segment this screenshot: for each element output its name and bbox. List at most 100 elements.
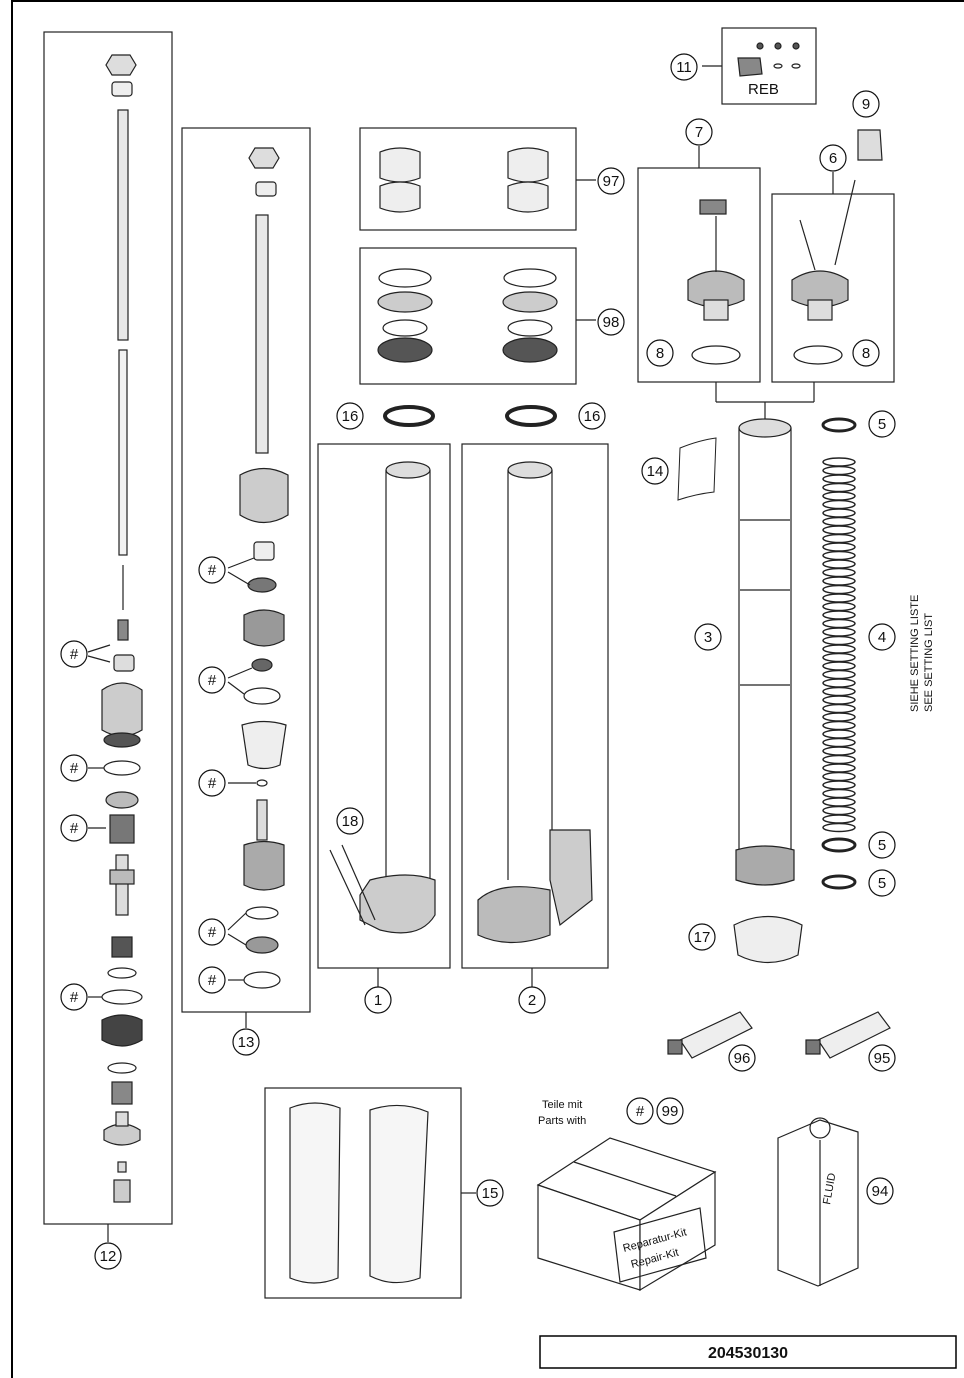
outer-tube-1 — [317, 443, 451, 988]
spring-coil — [822, 593, 856, 603]
spring-coil — [822, 754, 856, 765]
spring-coil — [822, 678, 856, 688]
callout-96: 96 — [734, 1050, 751, 1067]
callout-circles — [60, 53, 896, 1270]
callout-hash-12c: # — [70, 820, 79, 837]
outer-tube-2 — [461, 443, 609, 988]
callout-97: 97 — [603, 173, 620, 190]
drawing-number: 204530130 — [708, 1345, 788, 1362]
callout-8-left: 8 — [656, 345, 664, 362]
callout-hash-13e: # — [208, 972, 217, 989]
spring-coil — [822, 763, 856, 773]
spring-coil — [822, 584, 856, 595]
grease-tubes — [667, 1011, 891, 1059]
cartridge-assembly-13 — [181, 127, 311, 1028]
drawing-number-box — [539, 1335, 957, 1369]
spring-coil — [822, 576, 856, 586]
fluid-label: FLUID — [821, 1172, 838, 1205]
spring-coil — [822, 686, 856, 697]
spring-coil — [822, 780, 856, 790]
fluid-can-94 — [777, 1117, 859, 1287]
spring-coil — [822, 788, 856, 799]
callout-94: 94 — [872, 1183, 889, 1200]
callout-1: 1 — [374, 992, 382, 1009]
spring-coil — [822, 508, 856, 518]
callout-9: 9 — [862, 96, 870, 113]
setting-list-de: SIEHE SETTING LISTE — [909, 595, 921, 712]
callout-15: 15 — [482, 1185, 499, 1202]
spring-coil — [822, 797, 856, 807]
spring-coil — [822, 661, 856, 671]
parts-with-de: Teile mit — [542, 1099, 582, 1111]
spring-coil — [822, 465, 856, 476]
spring-4 — [822, 457, 856, 833]
callout-hash-13d: # — [208, 924, 217, 941]
callout-2: 2 — [528, 992, 536, 1009]
spring-coil — [822, 491, 856, 501]
spring-coil — [822, 457, 856, 467]
spring-coil — [822, 610, 856, 620]
reb-kit-11 — [702, 27, 817, 105]
sheet-14 — [677, 437, 717, 501]
spring-coil — [822, 652, 856, 663]
callout-hash-12a: # — [70, 646, 79, 663]
spring-coil — [822, 482, 856, 493]
spring-coil — [822, 712, 856, 722]
callout-16-right: 16 — [584, 408, 601, 425]
dust-cap-17 — [733, 916, 803, 964]
inner-tube-3 — [735, 418, 795, 886]
callout-99: 99 — [662, 1103, 679, 1120]
spring-coil — [822, 550, 856, 561]
spring-coil — [822, 533, 856, 544]
spacers-5 — [821, 417, 857, 890]
fork-protectors-15 — [264, 1087, 476, 1299]
spring-coil — [822, 525, 856, 535]
reb-label: REB — [748, 81, 779, 98]
spring-coil — [822, 635, 856, 646]
spring-coil — [822, 644, 856, 654]
seals-98 — [359, 247, 596, 385]
spring-coil — [822, 814, 856, 824]
spring-coil — [822, 516, 856, 527]
spring-coil — [822, 746, 856, 756]
spring-coil — [822, 567, 856, 578]
spring-coil — [822, 771, 856, 782]
spring-coil — [822, 737, 856, 748]
spring-coil — [822, 559, 856, 569]
callout-hash-12b: # — [70, 760, 79, 777]
callout-4: 4 — [878, 629, 886, 646]
spring-coil — [822, 822, 856, 833]
spring-coil — [822, 729, 856, 739]
callout-hash-13a: # — [208, 562, 217, 579]
setting-list-en: SEE SETTING LIST — [923, 613, 935, 712]
callout-8-right: 8 — [862, 345, 870, 362]
spring-coil — [822, 499, 856, 510]
callout-5-top: 5 — [878, 416, 886, 433]
bushings-97 — [359, 127, 596, 231]
cartridge-assembly-12 — [43, 31, 173, 1242]
ring-16-pair — [383, 405, 557, 427]
callout-98: 98 — [603, 314, 620, 331]
callout-hash-12d: # — [70, 989, 79, 1006]
callout-14: 14 — [647, 463, 664, 480]
callout-18: 18 — [342, 813, 359, 830]
spring-coil — [822, 601, 856, 612]
callout-11: 11 — [676, 59, 692, 76]
callout-16-left: 16 — [342, 408, 359, 425]
spring-coil — [822, 703, 856, 714]
spring-coil — [822, 618, 856, 629]
callout-hash-13b: # — [208, 672, 217, 689]
spring-coil — [822, 720, 856, 731]
parts-with-en: Parts with — [538, 1115, 586, 1127]
callout-6: 6 — [829, 150, 837, 167]
spring-coil — [822, 669, 856, 680]
callout-12: 12 — [100, 1248, 117, 1265]
callout-5-mid: 5 — [878, 837, 886, 854]
callout-hash-13c: # — [208, 775, 217, 792]
callout-5-bottom: 5 — [878, 875, 886, 892]
repair-kit-box — [536, 1137, 717, 1292]
callout-7: 7 — [695, 124, 703, 141]
callout-13: 13 — [238, 1034, 255, 1051]
